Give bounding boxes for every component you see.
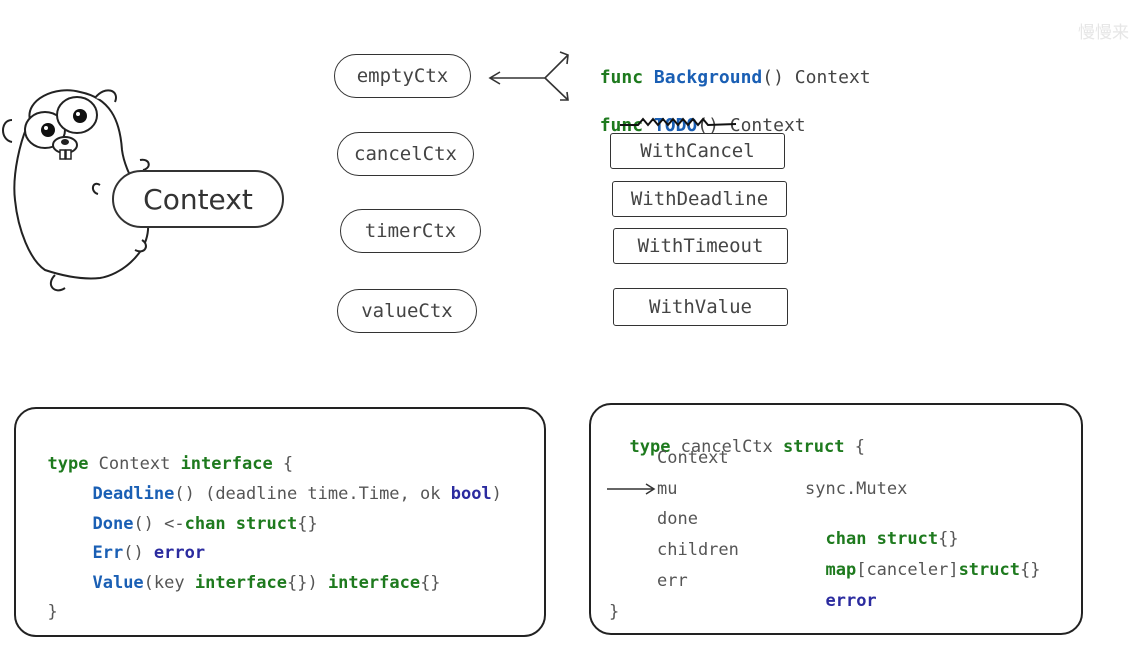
- code-line: Err() error: [92, 543, 206, 563]
- struct-field-name: mu: [657, 479, 678, 499]
- func-background: func Background() Context: [578, 46, 871, 88]
- with-func-label: WithCancel: [640, 140, 755, 162]
- struct-field-type: error: [825, 591, 877, 611]
- with-func-label: WithValue: [649, 296, 752, 318]
- struct-field-name: Context: [657, 448, 729, 468]
- struct-field-type: chan struct{}: [825, 529, 959, 549]
- code-line: type cancelCtx struct {: [629, 437, 865, 457]
- func-name: Background: [653, 67, 763, 88]
- code-line: Deadline() (deadline time.Time, ok bool): [92, 484, 502, 504]
- struct-field-type: map[canceler]struct{}: [825, 560, 1041, 580]
- todo-squiggle: [620, 117, 737, 127]
- interface-code-box: [14, 407, 546, 637]
- struct-field-name: err: [657, 571, 688, 591]
- code-line: type Context interface {: [47, 454, 294, 474]
- code-line: Done() <-chan struct{}: [92, 514, 318, 534]
- ctx-type-label: timerCtx: [364, 220, 457, 242]
- branch-arrow: [488, 51, 569, 101]
- with-deadline-box: WithDeadline: [612, 181, 787, 217]
- mu-arrow: [607, 483, 656, 495]
- with-timeout-box: WithTimeout: [613, 228, 788, 264]
- ctx-type-cancel: cancelCtx: [337, 132, 474, 176]
- struct-field-type: sync.Mutex: [805, 479, 908, 499]
- ctx-type-empty: emptyCtx: [334, 54, 471, 98]
- code-line: }: [609, 602, 620, 622]
- ctx-type-label: cancelCtx: [354, 143, 457, 165]
- code-line: }: [47, 602, 58, 622]
- ctx-type-timer: timerCtx: [340, 209, 481, 253]
- watermark: 慢慢来: [1078, 23, 1129, 43]
- context-label: Context: [143, 182, 253, 216]
- func-keyword: func: [599, 67, 644, 88]
- struct-field-name: children: [657, 540, 739, 560]
- ctx-type-value: valueCtx: [337, 289, 477, 333]
- func-todo: func TODO() Context: [578, 94, 806, 136]
- func-signature: () Context: [762, 67, 871, 88]
- code-line: Value(key interface{}) interface{}: [92, 573, 441, 593]
- struct-field-name: done: [657, 509, 698, 529]
- with-func-label: WithTimeout: [637, 235, 764, 257]
- with-cancel-box: WithCancel: [610, 133, 785, 169]
- with-value-box: WithValue: [613, 288, 788, 326]
- with-func-label: WithDeadline: [630, 188, 769, 210]
- ctx-type-label: emptyCtx: [356, 65, 449, 87]
- ctx-type-label: valueCtx: [361, 300, 453, 322]
- struct-code-box: [589, 403, 1083, 635]
- gopher-illustration: [2, 89, 150, 292]
- context-label-bubble: Context: [112, 170, 284, 228]
